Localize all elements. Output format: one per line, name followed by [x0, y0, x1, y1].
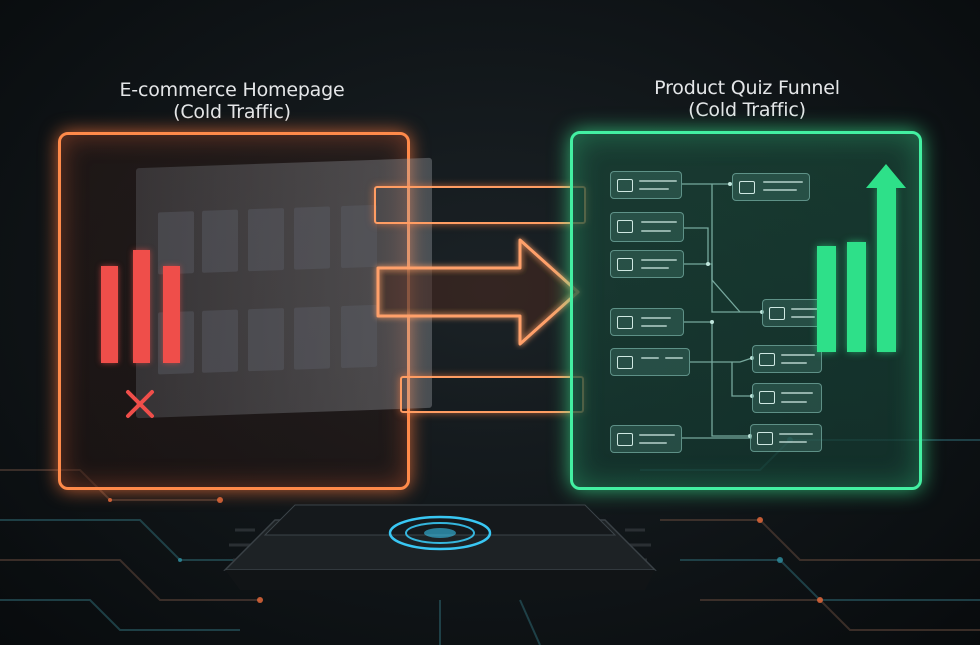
text-placeholder: [639, 442, 667, 444]
text-placeholder: [779, 441, 807, 443]
quiz-node: [762, 299, 826, 327]
text-placeholder: [641, 221, 677, 223]
text-placeholder: [781, 354, 815, 356]
image-icon: [759, 391, 775, 404]
quiz-funnel-title-line1: Product Quiz Funnel: [654, 77, 840, 99]
quiz-node: [610, 348, 690, 376]
text-placeholder: [641, 259, 677, 261]
right-arrow-icon: [376, 238, 580, 346]
text-placeholder: [791, 316, 815, 318]
text-placeholder: [763, 189, 797, 191]
screen-icon: [617, 433, 633, 446]
question-icon: [617, 220, 633, 233]
image-icon: [769, 307, 785, 320]
screen-icon: [739, 181, 755, 194]
text-placeholder: [781, 362, 807, 364]
quiz-funnel-title-line2: (Cold Traffic): [688, 99, 806, 121]
high-conversion-bar: [877, 186, 896, 352]
text-placeholder: [781, 401, 807, 403]
text-placeholder: [781, 392, 813, 394]
text-placeholder: [641, 267, 669, 269]
quiz-node: [610, 171, 682, 199]
high-conversion-bar: [847, 242, 866, 352]
screen-icon: [617, 179, 633, 192]
quiz-node: [610, 308, 684, 336]
quiz-node: [610, 212, 684, 242]
user-icon: [759, 353, 775, 366]
text-placeholder: [791, 308, 819, 310]
text-placeholder: [639, 180, 677, 182]
up-arrow-icon: [866, 164, 906, 188]
text-placeholder: [665, 357, 683, 359]
text-placeholder: [763, 181, 803, 183]
processor-chip: [223, 504, 657, 590]
low-conversion-bar: [101, 266, 118, 363]
quiz-node: [732, 173, 810, 201]
homepage-title-line1: E-commerce Homepage: [119, 79, 345, 101]
text-placeholder: [641, 357, 659, 359]
image-icon: [617, 258, 633, 271]
homepage-title-line2: (Cold Traffic): [173, 101, 291, 123]
quiz-node: [610, 425, 682, 453]
quiz-funnel-title: Product Quiz Funnel (Cold Traffic): [587, 77, 907, 121]
quiz-node: [752, 345, 822, 373]
text-placeholder: [639, 434, 675, 436]
screen-icon: [617, 316, 633, 329]
text-placeholder: [641, 230, 671, 232]
x-icon: [126, 390, 154, 418]
device-icon: [617, 356, 633, 369]
low-conversion-bar: [133, 250, 150, 363]
quiz-node: [750, 424, 822, 452]
high-conversion-bar: [817, 246, 836, 352]
text-placeholder: [641, 325, 667, 327]
homepage-title: E-commerce Homepage (Cold Traffic): [82, 79, 382, 123]
quiz-node: [610, 250, 684, 278]
text-placeholder: [641, 317, 671, 319]
text-placeholder: [639, 188, 669, 190]
low-conversion-bar: [163, 266, 180, 363]
image-icon: [757, 432, 773, 445]
quiz-node: [752, 383, 822, 413]
text-placeholder: [779, 433, 813, 435]
